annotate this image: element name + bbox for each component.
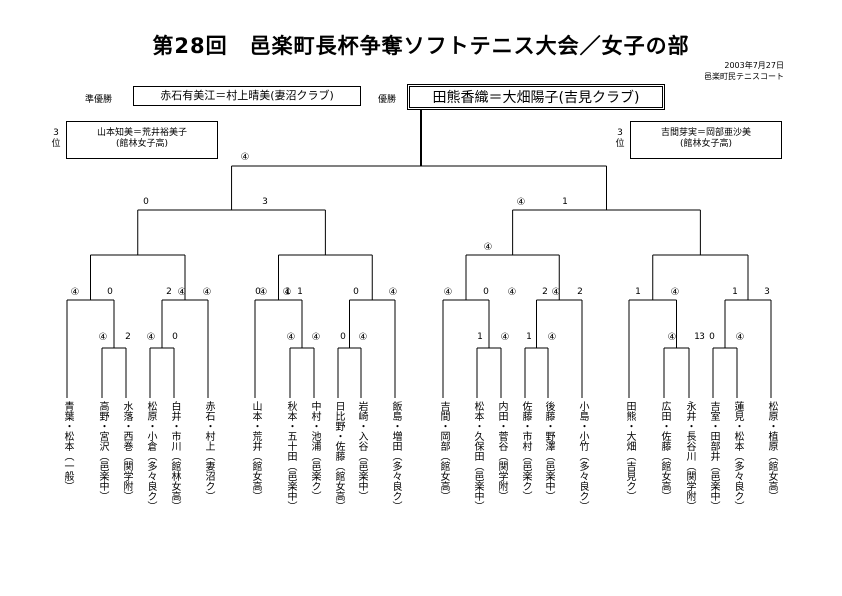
winner-mark: ④	[202, 287, 212, 298]
match-score: 3	[764, 287, 770, 297]
match-score: 0	[255, 287, 261, 297]
winner-mark: ④	[483, 242, 493, 253]
player-name: 松原・植原（館女高）	[766, 401, 777, 501]
player-name: 水落・西巻（関学附）	[121, 401, 132, 501]
winner-mark: ④	[70, 287, 80, 298]
page-title: 第28回 邑楽町長杯争奪ソフトテニス大会／女子の部	[152, 34, 690, 58]
player-name: 白井・市川（館林女高）	[169, 401, 180, 511]
event-venue: 邑楽町民テニスコート	[704, 72, 784, 81]
third-right-pair: 吉間芽実＝岡部亜沙美 (館林女子高)	[660, 128, 751, 149]
player-name: 青葉・松本（一般）	[62, 401, 73, 491]
winner-mark: ④	[286, 332, 296, 343]
player-name: 高野・宮沢（邑楽中）	[97, 401, 108, 501]
player-name: 永井・長谷川（関学附）	[684, 401, 695, 511]
winner-mark: ④	[443, 287, 453, 298]
winner-mark: ④	[507, 287, 517, 298]
match-score: 1	[285, 287, 291, 297]
winner-mark: ④	[388, 287, 398, 298]
player-name: 岩崎・入谷（邑楽中）	[356, 401, 367, 501]
winner-box: 田熊香織＝大畑陽子(吉見クラブ)	[407, 84, 665, 110]
player-name: 秋本・五十田（邑楽中）	[285, 401, 296, 511]
event-date: 2003年7月27日	[724, 61, 784, 70]
runner-up-pair: 赤石有美江＝村上晴美(妻沼クラブ)	[160, 89, 334, 102]
match-score: 3	[699, 332, 705, 342]
player-name: 吉室・田部井（邑楽中）	[708, 401, 719, 511]
player-name: 佐藤・市村（邑楽ク）	[520, 401, 531, 501]
match-score: 2	[125, 332, 131, 342]
player-name: 赤石・村上（妻沼ク）	[203, 401, 214, 501]
winner-mark: ④	[282, 287, 292, 298]
winner-mark: ④	[500, 332, 510, 343]
third-left-pair: 山本知美＝荒井裕美子 (館林女子高)	[96, 128, 187, 149]
winner-mark: ④	[258, 287, 268, 298]
match-score: 0	[172, 332, 178, 342]
winner-mark: ④	[670, 287, 680, 298]
match-score: 2	[542, 287, 548, 297]
third-left-label: 3 位	[51, 128, 61, 149]
player-name: 日比野・佐藤（館女高）	[333, 401, 344, 511]
match-score: 3	[262, 197, 268, 207]
winner-mark: ④	[735, 332, 745, 343]
third-right-label: 3 位	[615, 128, 625, 149]
match-score: 0	[107, 287, 113, 297]
player-name: 蓮見・松本（多々良ク）	[732, 401, 743, 511]
player-name: 吉間・岡部（館女高）	[438, 401, 449, 501]
player-name: 小島・小竹（多々良ク）	[577, 401, 588, 511]
player-name: 山本・荒井（館女高）	[250, 401, 261, 501]
match-score: 0	[353, 287, 359, 297]
match-score: 0	[340, 332, 346, 342]
match-score: 1	[635, 287, 641, 297]
winner-mark: ④	[516, 197, 526, 208]
player-name: 田熊・大畑（吉見ク）	[624, 401, 635, 501]
winner-mark: ④	[146, 332, 156, 343]
match-score: 0	[709, 332, 715, 342]
match-score: 0	[483, 287, 489, 297]
player-name: 内田・菅谷（関学附）	[496, 401, 507, 501]
player-name: 松原・小倉（多々良ク）	[145, 401, 156, 511]
match-score: 1	[526, 332, 532, 342]
match-score: 1	[562, 197, 568, 207]
winner-mark: ④	[358, 332, 368, 343]
runner-up-label: 準優勝	[85, 95, 113, 105]
match-score: 1	[694, 332, 700, 342]
winner-mark: ④	[240, 152, 250, 163]
match-score: 0	[143, 197, 149, 207]
match-score: 2	[577, 287, 583, 297]
match-score: 1	[732, 287, 738, 297]
winner-mark: ④	[547, 332, 557, 343]
player-name: 松本・久保田（邑楽中）	[472, 401, 483, 511]
player-name: 広田・佐藤（館女高）	[659, 401, 670, 501]
winner-mark: ④	[98, 332, 108, 343]
runner-up-box: 赤石有美江＝村上晴美(妻沼クラブ)	[133, 86, 361, 106]
match-score: 1	[297, 287, 303, 297]
winner-pair: 田熊香織＝大畑陽子(吉見クラブ)	[432, 90, 640, 106]
third-right-box: 吉間芽実＝岡部亜沙美 (館林女子高)	[630, 121, 782, 159]
winner-mark: ④	[551, 287, 561, 298]
third-left-box: 山本知美＝荒井裕美子 (館林女子高)	[66, 121, 218, 159]
winner-mark: ④	[177, 287, 187, 298]
player-name: 後藤・野澤（邑楽中）	[543, 401, 554, 501]
winner-mark: ④	[667, 332, 677, 343]
player-name: 中村・池浦（邑楽ク）	[309, 401, 320, 501]
player-name: 飯島・増田（多々良ク）	[390, 401, 401, 511]
match-score: 1	[477, 332, 483, 342]
winner-label: 優勝	[378, 95, 397, 105]
match-score: 2	[166, 287, 172, 297]
winner-mark: ④	[311, 332, 321, 343]
